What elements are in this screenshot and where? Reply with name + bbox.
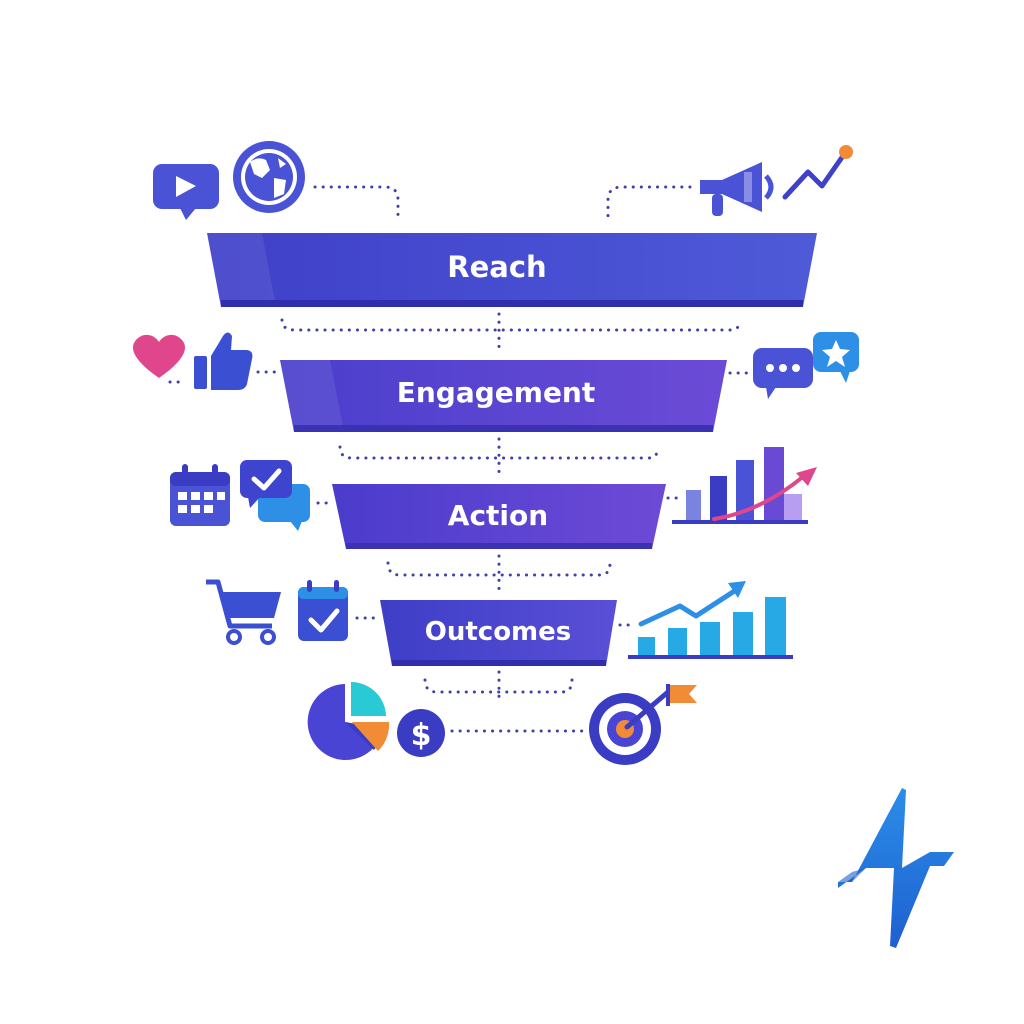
- growth-bar-chart-icon: [672, 447, 817, 524]
- pie-chart-icon: [307, 682, 390, 760]
- globe-icon: [233, 141, 305, 213]
- calendar-check-icon: [298, 580, 348, 641]
- stage-label-outcomes: Outcomes: [425, 617, 572, 647]
- funnel-stage-reach: Reach: [207, 233, 817, 307]
- calendar-icon: [170, 464, 230, 526]
- brand-logo-icon: [838, 788, 954, 948]
- stage-label-reach: Reach: [447, 250, 546, 284]
- dollar-symbol: $: [411, 718, 432, 753]
- funnel-stage-action: Action: [332, 484, 666, 549]
- heart-icon: [132, 334, 186, 378]
- rising-bar-chart-icon: [628, 581, 793, 659]
- dotted-connectors: [168, 185, 750, 733]
- funnel-stage-outcomes: Outcomes: [380, 600, 617, 666]
- target-icon: [589, 684, 697, 765]
- chat-bubbles-icon: [753, 348, 813, 399]
- video-play-icon: [153, 164, 219, 220]
- funnel-stage-engagement: Engagement: [280, 360, 727, 432]
- thumbs-up-icon: [194, 332, 253, 390]
- stage-label-action: Action: [448, 499, 548, 532]
- trend-line-icon: [782, 145, 853, 200]
- stage-label-engagement: Engagement: [397, 376, 596, 409]
- dollar-coin-icon: $: [397, 709, 445, 757]
- shopping-cart-icon: [206, 579, 281, 645]
- chat-check-icon: [240, 460, 310, 531]
- megaphone-icon: [700, 162, 774, 216]
- star-review-icon: [813, 332, 859, 383]
